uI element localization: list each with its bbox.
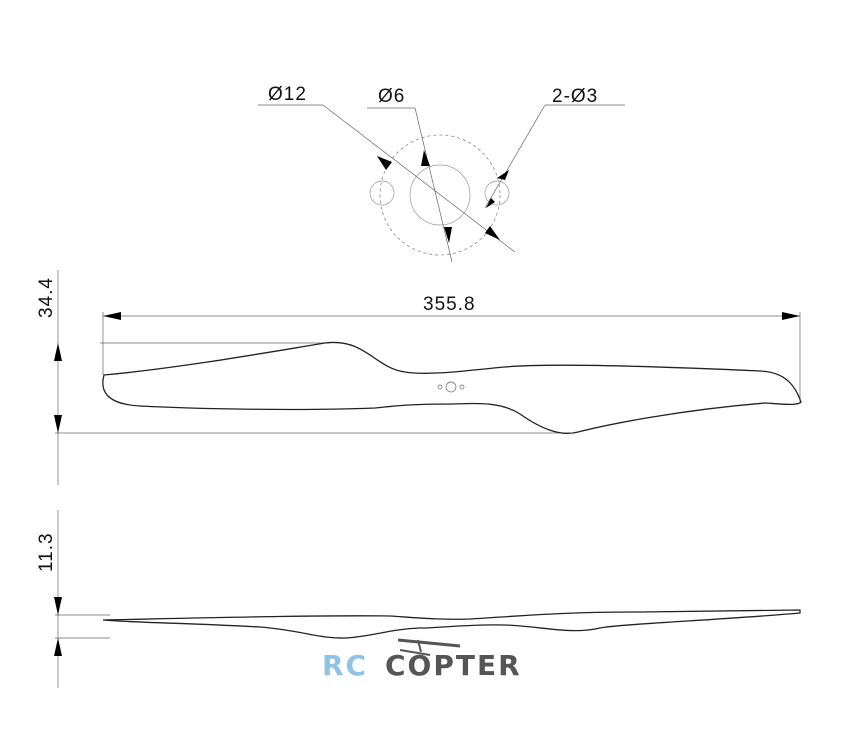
top-view: 355.8 34.4 [36, 270, 802, 485]
hub-outline-circle [379, 134, 501, 256]
hub-outer-circle [409, 164, 471, 226]
logo-rc-text: RC [322, 649, 368, 682]
mount-hole-right [484, 180, 510, 206]
dim-span: 355.8 [103, 294, 800, 320]
dim-dia6: Ø6 [367, 86, 453, 263]
blade-side-outline [102, 609, 801, 639]
hub-detail: Ø12 Ø6 2-Ø3 [258, 84, 625, 263]
hub-center-circle [445, 381, 457, 393]
span-label: 355.8 [423, 294, 476, 315]
hub-hole-right [459, 384, 465, 390]
helicopter-icon [397, 638, 461, 656]
thickness-label: 11.3 [36, 532, 57, 572]
side-view: 11.3 [36, 510, 801, 688]
holes-label: 2-Ø3 [552, 86, 598, 107]
mount-hole-left [369, 180, 395, 206]
dim-thickness: 11.3 [36, 532, 62, 656]
height-label: 34.4 [36, 277, 57, 318]
dia12-label: Ø12 [268, 84, 307, 105]
dim-2dia3: 2-Ø3 [484, 86, 625, 209]
rc-copter-logo: RC COPTER [322, 638, 522, 682]
dim-dia12: Ø12 [258, 84, 516, 253]
logo-copter-text: COPTER [385, 649, 522, 682]
hub-hole-left [437, 384, 443, 390]
dia6-label: Ø6 [378, 86, 405, 107]
dim-height: 34.4 [36, 277, 62, 433]
blade-top-outline [102, 341, 802, 435]
